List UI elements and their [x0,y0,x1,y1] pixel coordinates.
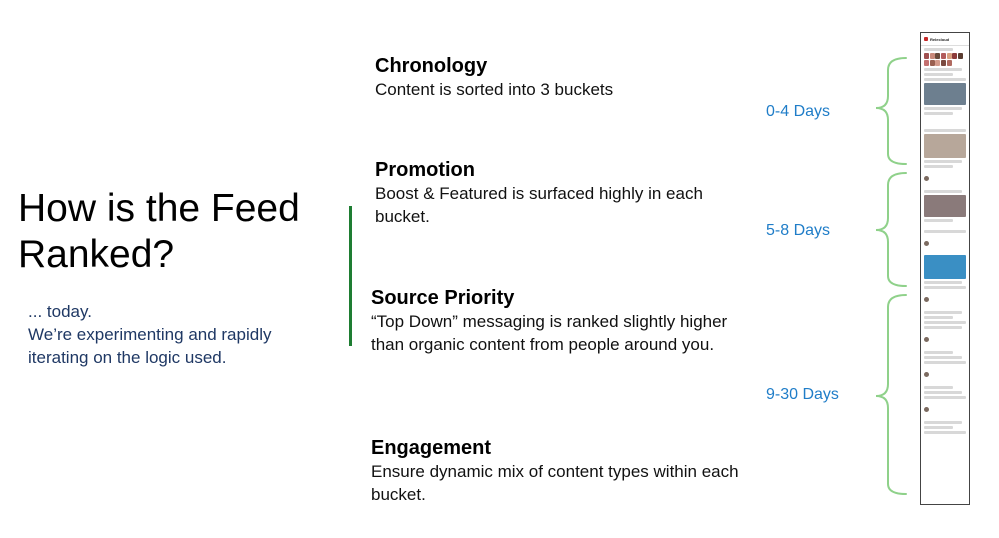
section-promotion: Promotion Boost & Featured is surfaced h… [375,158,745,228]
section-source-priority: Source Priority “Top Down” messaging is … [371,286,741,356]
app-logo-icon [924,37,928,41]
section-heading: Promotion [375,159,475,181]
section-heading: Source Priority [371,287,515,309]
face-thumb [941,59,947,66]
feed-line [924,426,953,430]
feed-line [924,78,966,82]
bucket-label-0-4-days: 0-4 Days [766,103,831,120]
face-thumb [946,53,952,60]
feed-line [924,351,953,355]
slide-title: How is the Feed Ranked? [18,187,300,276]
feed-line [924,190,963,194]
feed-line [924,391,963,395]
feed-image [924,83,966,106]
face-thumb [952,53,958,60]
feed-line [924,230,966,234]
feed-line [924,129,966,133]
avatar [924,241,929,247]
feed-line [924,68,963,72]
phone-feed-preview: Relecloud [920,32,970,505]
bucket-brackets [875,57,907,495]
feed-line [924,165,953,169]
feed-line [924,286,966,290]
face-thumb [946,59,952,66]
feed-line [924,48,953,51]
avatar [924,407,929,413]
feed-line [924,73,953,77]
feed-line [924,321,966,325]
face-thumb [929,53,935,60]
avatar [924,337,929,343]
feed-line [924,107,963,111]
feed-line [924,421,963,425]
face-thumb [957,53,963,60]
feed-line [924,160,963,164]
bucket-label-5-8-days: 5-8 Days [766,222,831,239]
face-thumb [935,59,941,66]
feed-line [924,361,966,365]
face-thumb [935,53,941,60]
feed-line [924,112,953,116]
phone-app-header: Relecloud [921,33,969,46]
app-name: Relecloud [930,36,950,42]
green-divider [349,206,352,346]
section-engagement: Engagement Ensure dynamic mix of content… [371,436,741,506]
feed-line [924,386,953,390]
feed-line [924,311,963,315]
section-body: “Top Down” messaging is ranked slightly … [371,312,728,354]
feed-line [924,431,966,435]
avatar [924,176,929,182]
section-heading: Engagement [371,437,492,459]
section-body: Boost & Featured is surfaced highly in e… [375,184,703,226]
section-body: Content is sorted into 3 buckets [375,80,614,99]
bracket-9-30-days [875,294,907,495]
feed-line [924,219,953,223]
bracket-5-8-days [875,172,907,287]
face-thumb [941,53,947,60]
bracket-0-4-days [875,57,907,165]
feed-line [924,281,963,285]
subtitle-line-1: ... today. [28,302,92,321]
face-thumb [924,53,930,60]
feed-line [924,356,963,360]
face-thumb [924,59,930,66]
avatar [924,297,929,303]
avatar [924,372,929,378]
feed-image [924,195,966,218]
section-chronology: Chronology Content is sorted into 3 buck… [375,54,745,101]
slide-subtitle: ... today. We’re experimenting and rapid… [28,300,328,369]
feed-image [924,255,966,280]
feed-photo-grid [924,53,966,66]
face-thumb [929,59,935,66]
section-heading: Chronology [375,55,488,77]
feed-image [924,134,966,159]
feed-line [924,396,966,400]
feed-line [924,326,963,330]
section-body: Ensure dynamic mix of content types with… [371,462,739,504]
bucket-label-9-30-days: 9-30 Days [766,386,839,403]
feed-line [924,316,953,320]
subtitle-line-2: We’re experimenting and rapidly iteratin… [28,325,272,367]
